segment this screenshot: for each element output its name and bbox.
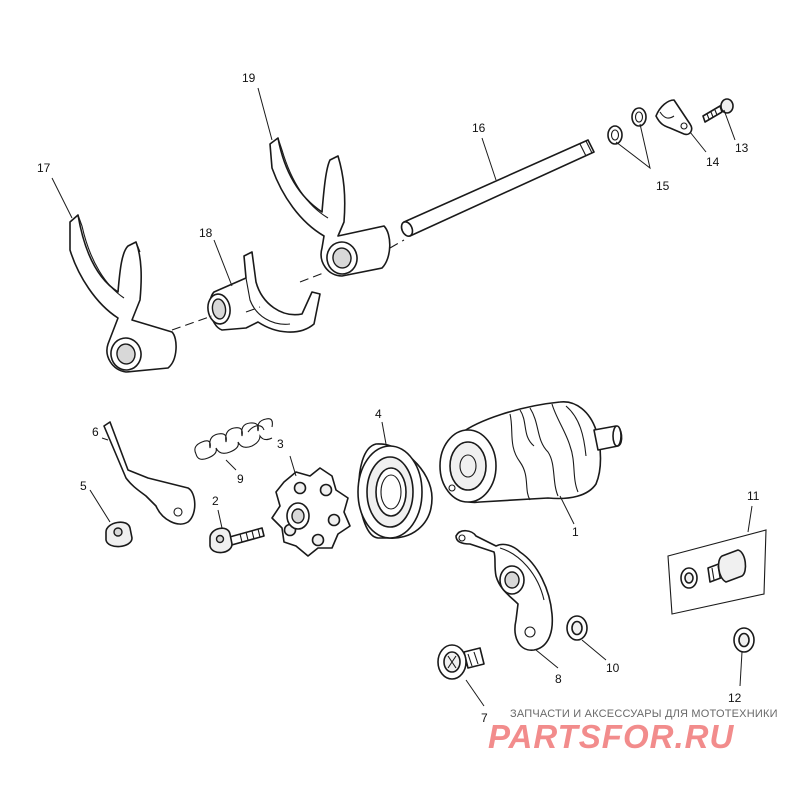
watermark-brand-logo: PARTSFOR.RU <box>488 718 734 755</box>
callout-19: 19 <box>242 71 256 85</box>
callout-13: 13 <box>735 141 749 155</box>
callout-3: 3 <box>277 437 284 451</box>
callout-8: 8 <box>555 672 562 686</box>
callout-10: 10 <box>606 661 620 675</box>
part-1-shift-drum <box>439 401 623 504</box>
watermark: ЗАПЧАСТИ И АКСЕССУАРЫ ДЛЯ МОТОТЕХНИКИ PA… <box>488 708 778 755</box>
part-13-bolt <box>702 98 734 123</box>
callout-12: 12 <box>728 691 742 705</box>
part-15-washers <box>607 107 647 145</box>
part-14-stopper-plate <box>655 99 693 136</box>
part-6-stopper-lever <box>103 421 196 525</box>
leader-lines <box>51 87 753 707</box>
callout-17: 17 <box>37 161 51 175</box>
callout-labels: 1 2 3 4 5 6 7 8 9 10 11 12 13 14 15 16 1… <box>37 71 760 725</box>
part-19-shift-fork <box>269 137 391 277</box>
part-7-bolt <box>437 644 485 680</box>
part-12-washer <box>733 627 755 653</box>
callout-1: 1 <box>572 525 579 539</box>
part-17-shift-fork <box>69 214 177 373</box>
callout-16: 16 <box>472 121 486 135</box>
part-11-bolt-assembly <box>667 529 767 615</box>
part-18-shift-fork <box>207 251 321 333</box>
callout-15: 15 <box>656 179 670 193</box>
callout-7: 7 <box>481 711 488 725</box>
callout-5: 5 <box>80 479 87 493</box>
part-8-stopper-arm <box>455 529 554 651</box>
part-9-spring <box>194 418 273 460</box>
part-10-washer <box>566 615 588 641</box>
callout-6: 6 <box>92 425 99 439</box>
watermark-tagline: ЗАПЧАСТИ И АКСЕССУАРЫ ДЛЯ МОТОТЕХНИКИ <box>510 708 778 720</box>
part-4-bearing <box>357 443 433 539</box>
part-16-shift-fork-shaft <box>400 139 595 237</box>
callout-11: 11 <box>747 489 760 503</box>
part-3-segment <box>271 467 351 557</box>
callout-9: 9 <box>237 472 244 486</box>
callout-14: 14 <box>706 155 720 169</box>
callout-4: 4 <box>375 407 382 421</box>
callout-18: 18 <box>199 226 213 240</box>
part-2-bolt <box>209 527 265 554</box>
callout-2: 2 <box>212 494 219 508</box>
part-5-bolt <box>105 521 133 548</box>
